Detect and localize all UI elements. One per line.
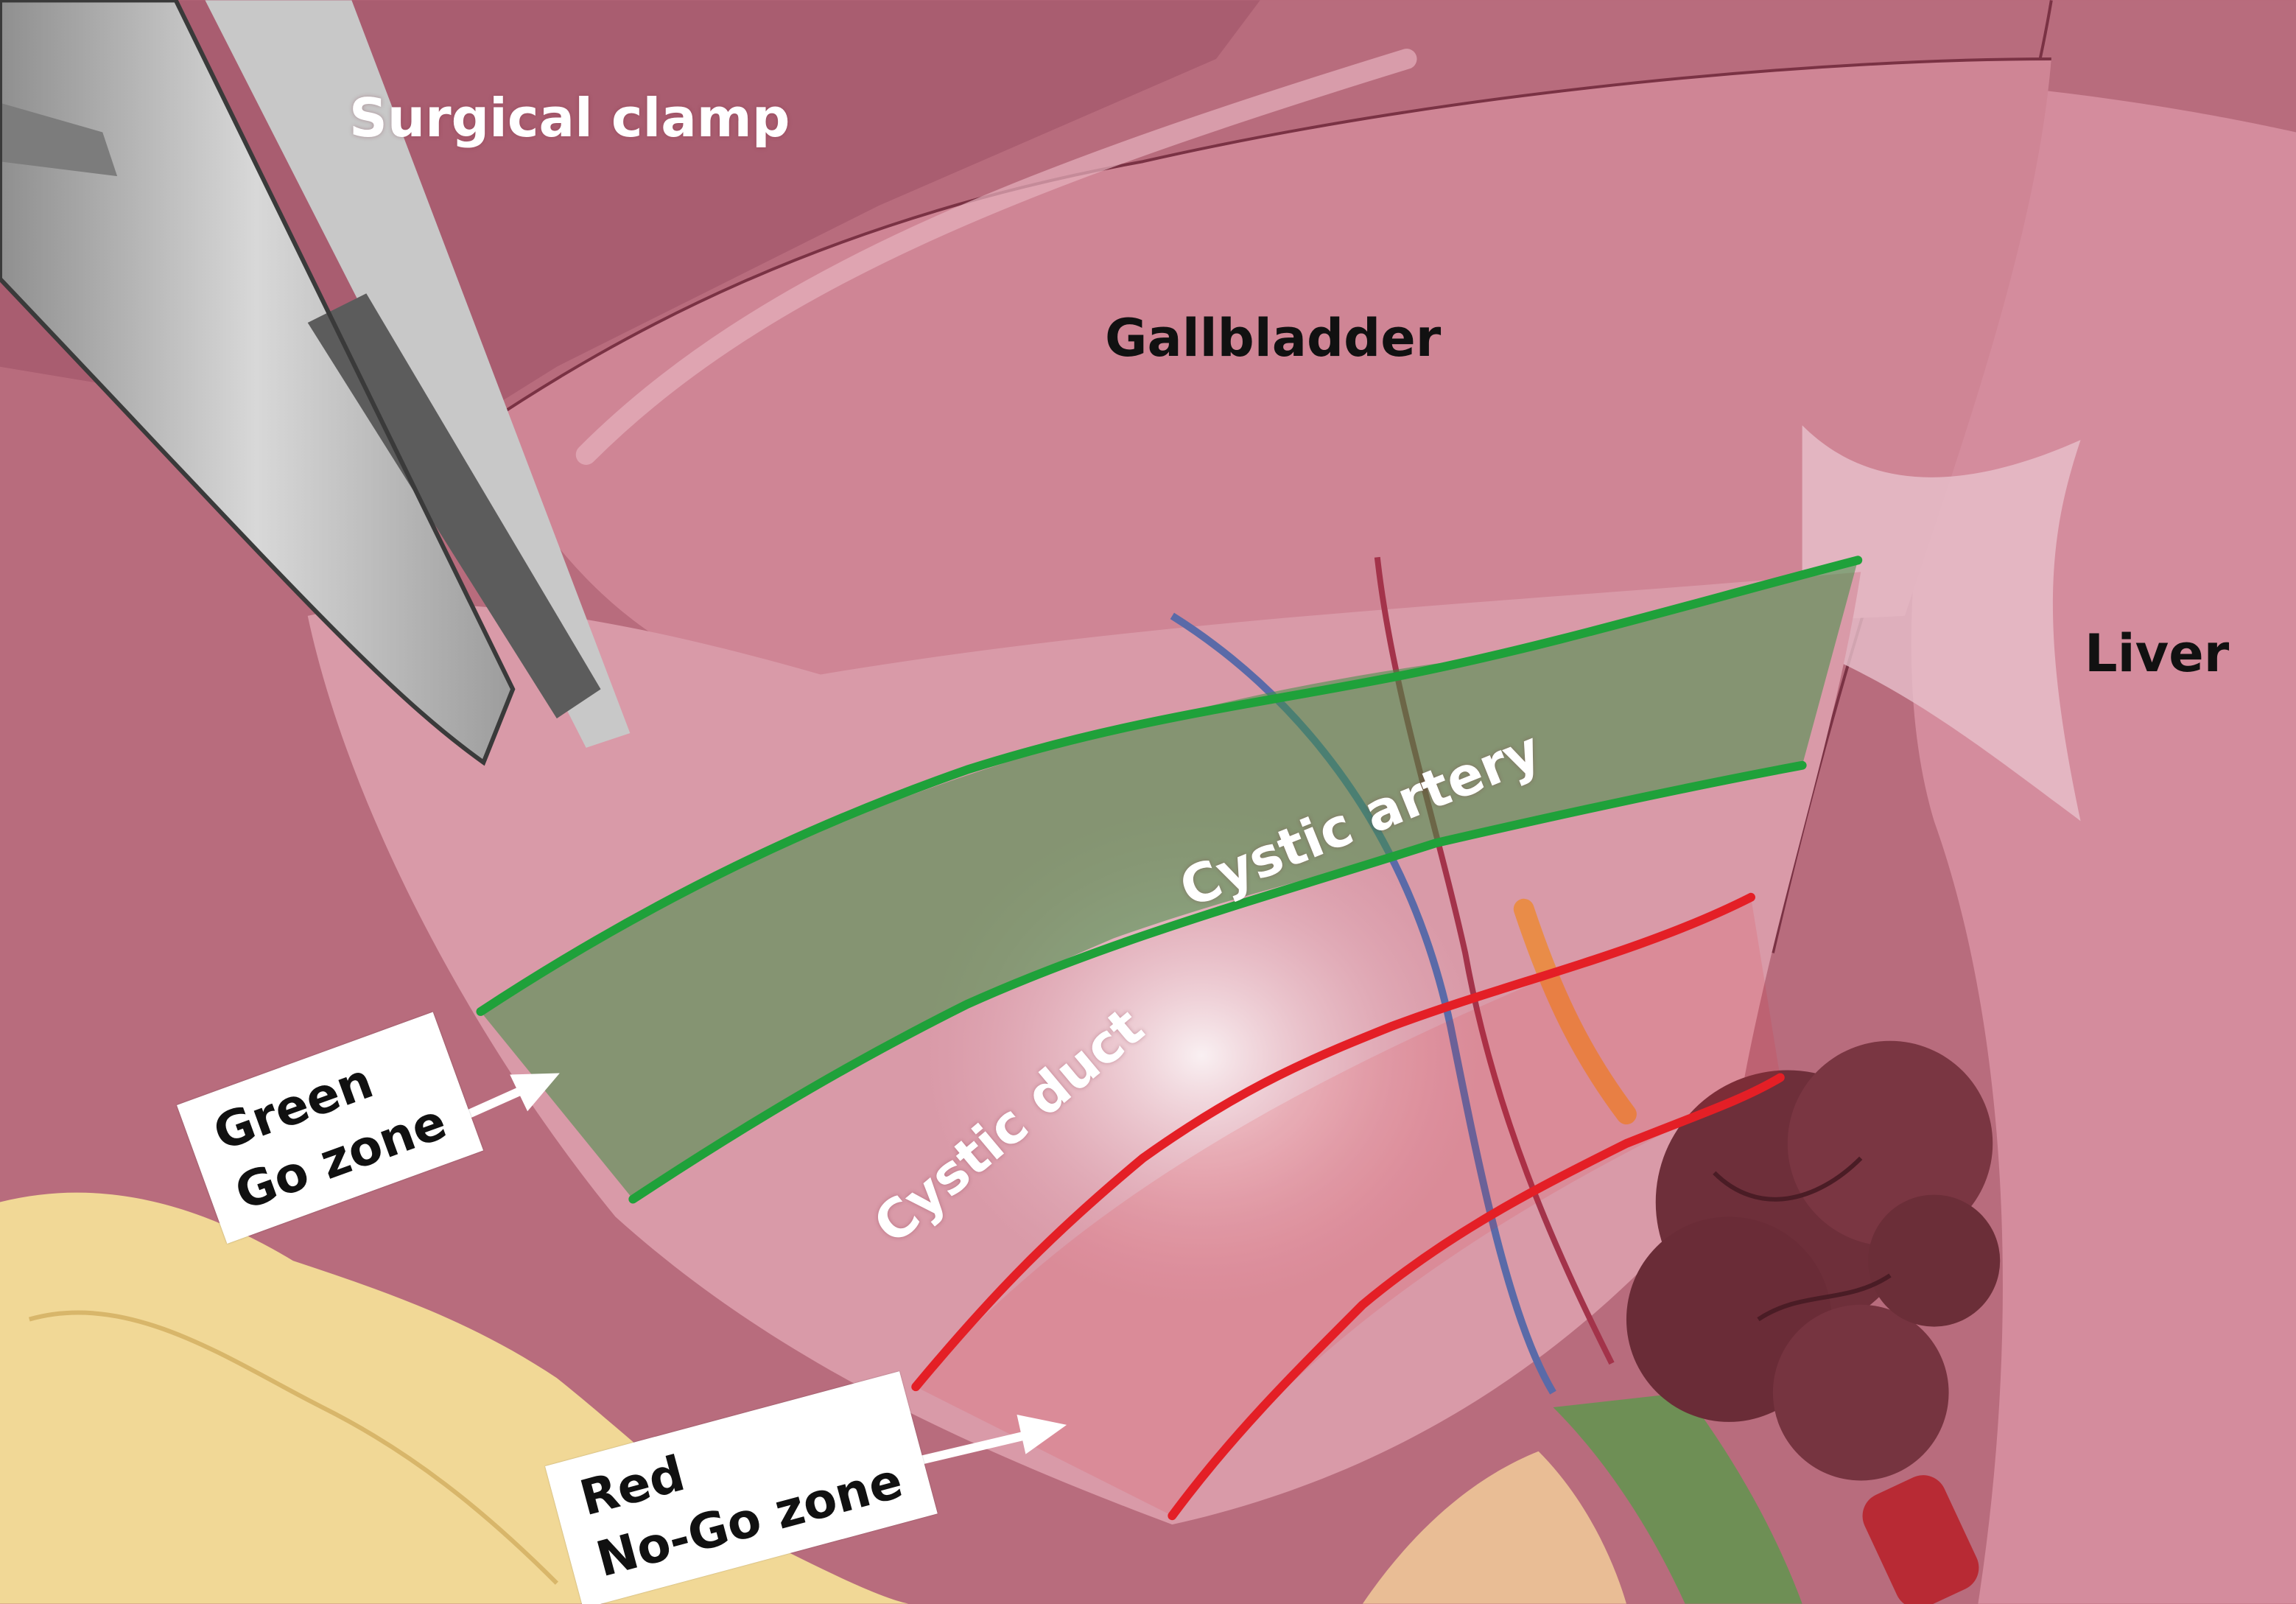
label-surgical-clamp: Surgical clamp [349,87,790,149]
red-line-lower [1168,1073,1785,1521]
red-tube [1862,1475,1979,1604]
duodenum-fat [1362,1451,1626,1604]
gallbladder-highlight [575,49,1417,465]
common-duct [1553,1393,1802,1604]
green-line-upper [476,556,1863,1016]
green-line-lower [628,760,1807,1204]
green-go-zone [480,560,1858,1200]
red-line-upper [911,892,1756,1392]
surgical-clamp [0,0,631,766]
red-zone-tint [916,897,1780,1516]
peritoneum-band [1802,425,2081,822]
gallbladder-outline [482,57,2051,427]
orange-vessel [1513,898,1637,1125]
gallbladder [483,59,2051,690]
label-liver: Liver [2085,623,2230,684]
fat-contour [28,1310,558,1585]
label-gallbladder: Gallbladder [1105,308,1442,368]
lymph-node-cluster [1626,1040,2001,1481]
